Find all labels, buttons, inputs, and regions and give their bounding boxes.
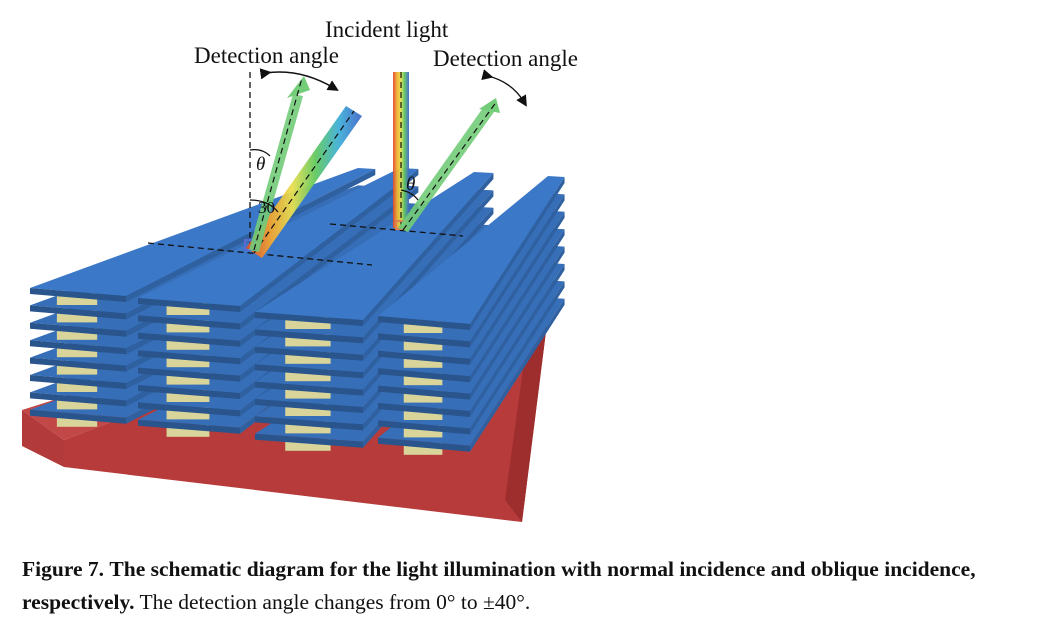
plate-front	[30, 340, 126, 355]
plate-front	[378, 333, 470, 348]
plate-front	[255, 381, 363, 396]
detection-arrow-right	[481, 69, 527, 107]
detection-arrow-left	[259, 68, 339, 91]
incidence-angle-label: 30	[258, 198, 275, 217]
plate-side	[470, 194, 565, 348]
plate-side	[470, 177, 565, 330]
caption-title: The schematic diagram for the light illu…	[22, 557, 976, 614]
plate-front	[138, 385, 240, 399]
theta-label-right: θ	[406, 174, 415, 195]
plate-front	[30, 375, 126, 389]
caption-text: The detection angle changes from 0° to ±…	[139, 590, 531, 614]
incidence-arc-left	[249, 199, 279, 213]
layer-stack	[378, 176, 565, 455]
plate-front	[255, 433, 363, 448]
plate-side	[470, 211, 565, 365]
incident-light-label: Incident light	[325, 17, 449, 42]
plate-side	[240, 169, 419, 312]
plate-top	[378, 176, 565, 324]
plate-top	[255, 172, 494, 320]
plate-side	[470, 264, 565, 417]
substrate-front	[22, 410, 64, 467]
plate-front	[30, 357, 126, 372]
plate-front	[378, 316, 470, 330]
plate-front	[255, 399, 363, 413]
theta-label-left: θ	[256, 154, 265, 175]
plate-front	[138, 298, 240, 312]
plate-front	[378, 420, 470, 435]
surface-line-right	[329, 223, 464, 237]
plate-front	[30, 409, 126, 424]
plate-front	[378, 368, 470, 383]
plate-front	[378, 350, 470, 365]
plate-top	[138, 168, 419, 306]
plate-front	[255, 416, 363, 431]
plate-front	[255, 312, 363, 326]
plate-front	[138, 402, 240, 417]
plate-front	[138, 315, 240, 330]
plate-side	[363, 173, 494, 326]
plate-front	[378, 385, 470, 400]
plate-side	[470, 298, 565, 452]
normal-incident-beam	[393, 72, 409, 230]
plate-front	[30, 288, 126, 302]
plate-side	[470, 281, 565, 435]
plate-front	[255, 364, 363, 379]
theta-arc-right	[400, 189, 419, 201]
plate-side	[470, 246, 565, 400]
plate-front	[138, 332, 240, 347]
plate-front	[138, 367, 240, 382]
plate-front	[30, 305, 126, 320]
plate-front	[255, 346, 363, 361]
plate-front	[138, 350, 240, 365]
plate-front	[378, 403, 470, 417]
plate-side	[470, 229, 565, 383]
plate-front	[255, 329, 363, 344]
plate-front	[30, 392, 126, 407]
figure-caption: Figure 7. The schematic diagram for the …	[22, 553, 1042, 619]
detection-angle-label-left: Detection angle	[194, 43, 339, 68]
figure-diagram: Incident light Detection angle Detection…	[22, 17, 578, 522]
detection-angle-label-right: Detection angle	[433, 46, 578, 71]
angle-arcs	[249, 149, 419, 213]
theta-arc-left	[249, 149, 271, 157]
detection-angle-arrows	[259, 68, 527, 107]
plate-front	[138, 419, 240, 434]
plate-front	[30, 322, 126, 337]
plate-front	[378, 437, 470, 452]
layer-stacks	[30, 168, 565, 455]
caption-label: Figure 7.	[22, 557, 105, 581]
